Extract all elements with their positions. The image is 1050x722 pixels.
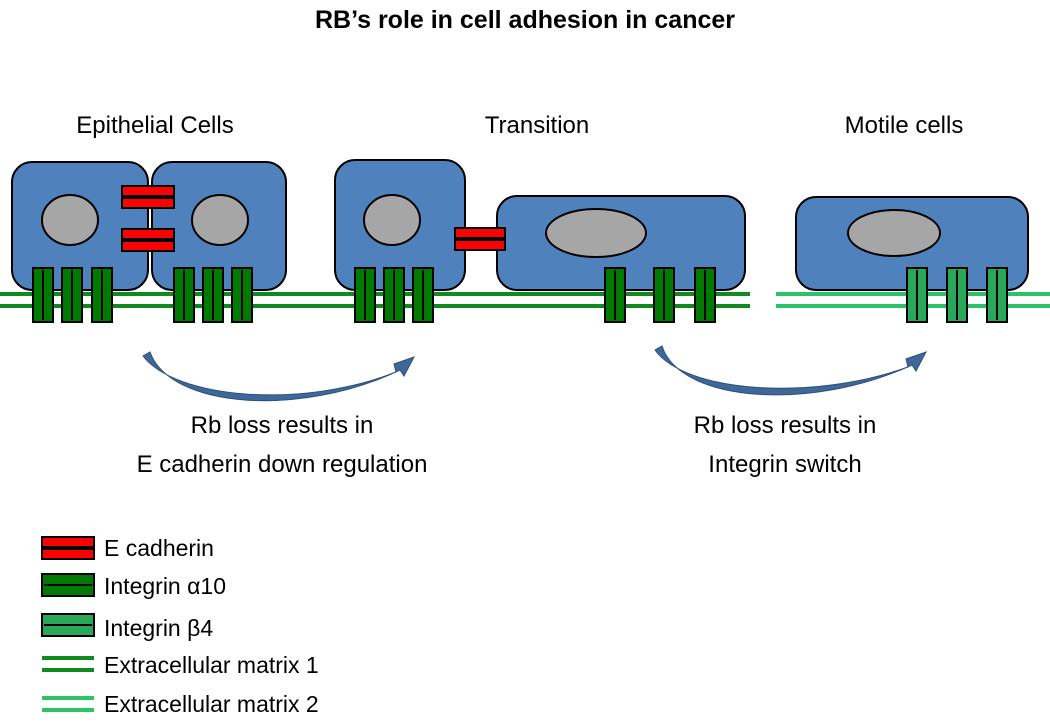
legend-item-matrix-1: Extracellular matrix 1 [42,652,319,678]
legend-label: E cadherin [104,535,214,561]
curved-arrow-icon [654,345,928,396]
nucleus [847,209,941,257]
caption-integrin-line2: Integrin switch [708,451,861,478]
e-cadherin-junction-epithelial [121,185,175,252]
legend: E cadherin Integrin α10 Integrin β4 Extr… [41,535,319,717]
section-motile-cells: Motile cells [845,112,964,139]
legend-item-e-cadherin: E cadherin [41,535,214,561]
curved-arrow-icon [142,351,416,402]
section-epithelial-cells: Epithelial Cells [76,112,233,139]
legend-swatch [41,536,95,548]
diagram-title: RB’s role in cell adhesion in cancer [315,6,735,34]
integrin-a10-group [173,267,253,323]
e-cadherin-junction-transition [454,227,506,251]
legend-label: Extracellular matrix 1 [104,652,319,678]
integrin-a10-group [354,267,434,323]
integrin-a10-group [604,267,716,323]
integrin-a10-group [32,267,113,323]
nucleus [41,194,99,246]
caption-ecadherin-line1: Rb loss results in [191,412,374,439]
legend-label: Integrin β4 [104,615,213,641]
legend-item-integrin-a10: Integrin α10 [41,573,226,599]
integrin-b4-group [906,267,1008,323]
legend-label: Integrin α10 [104,573,226,599]
legend-item-matrix-2: Extracellular matrix 2 [42,691,319,717]
caption-integrin-line1: Rb loss results in [694,412,877,439]
nucleus [363,194,421,246]
nucleus [545,208,647,258]
legend-item-integrin-b4: Integrin β4 [41,613,213,641]
nucleus [191,194,249,246]
caption-ecadherin-line2: E cadherin down regulation [137,451,428,478]
legend-label: Extracellular matrix 2 [104,691,319,717]
section-transition: Transition [485,112,589,139]
legend-swatch [41,548,95,560]
